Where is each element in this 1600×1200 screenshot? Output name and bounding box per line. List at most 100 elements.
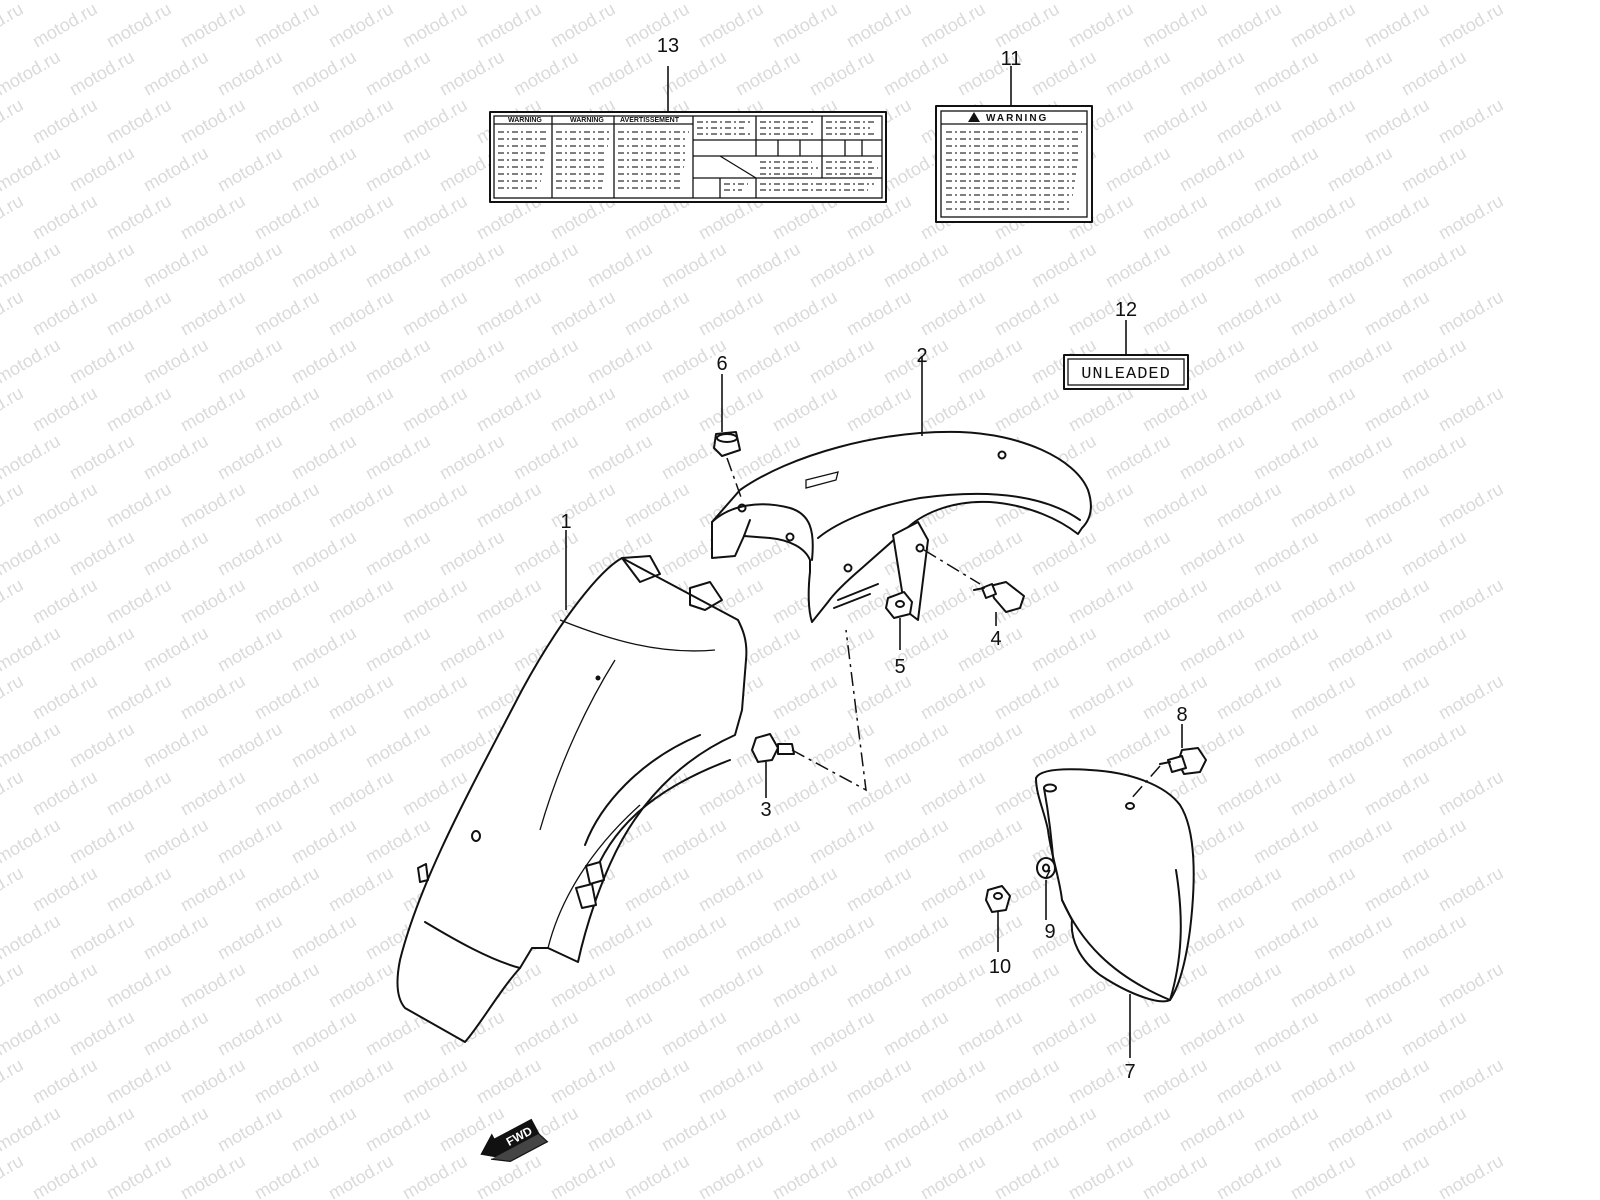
- watermark-text: motod.ru: [66, 623, 138, 676]
- watermark-text: motod.ru: [1139, 671, 1211, 724]
- watermark-text: motod.ru: [436, 431, 508, 484]
- watermark-text: motod.ru: [658, 911, 730, 964]
- label-13-warning-sticker[interactable]: WARNING WARNING AVERTISSEMENT: [489, 111, 887, 203]
- callout-6: 6: [716, 353, 727, 375]
- callout-11: 11: [1001, 48, 1022, 70]
- watermark-text: motod.ru: [880, 1007, 952, 1060]
- part-7-mud-guard-plate[interactable]: [1035, 768, 1195, 1003]
- watermark-text: motod.ru: [1028, 0, 1100, 3]
- watermark-text: motod.ru: [0, 479, 27, 532]
- watermark-text: motod.ru: [1139, 0, 1211, 51]
- watermark-text: motod.ru: [1324, 815, 1396, 868]
- callout-9: 9: [1044, 921, 1055, 943]
- watermark-text: motod.ru: [1213, 1151, 1285, 1200]
- part-9-washer[interactable]: [1036, 857, 1056, 879]
- watermark-text: motod.ru: [1102, 47, 1174, 100]
- watermark-text: motod.ru: [954, 335, 1026, 388]
- watermark-text: motod.ru: [399, 191, 471, 244]
- part-6-nut[interactable]: [713, 431, 741, 457]
- watermark-text: motod.ru: [29, 1055, 101, 1108]
- watermark-text: motod.ru: [658, 815, 730, 868]
- part-5-nut[interactable]: [885, 591, 913, 619]
- watermark-text: motod.ru: [1139, 1151, 1211, 1200]
- watermark-text: motod.ru: [1139, 575, 1211, 628]
- watermark-text: motod.ru: [1287, 95, 1359, 148]
- watermark-text: motod.ru: [1176, 143, 1248, 196]
- watermark-text: motod.ru: [843, 767, 915, 820]
- watermark-text: motod.ru: [140, 719, 212, 772]
- watermark-text: motod.ru: [103, 863, 175, 916]
- watermark-text: motod.ru: [1250, 431, 1322, 484]
- watermark-text: motod.ru: [1213, 863, 1285, 916]
- watermark-text: motod.ru: [0, 1055, 27, 1108]
- watermark-text: motod.ru: [1398, 1007, 1470, 1060]
- watermark-text: motod.ru: [288, 47, 360, 100]
- label-11-warning-sticker[interactable]: WARNING: [935, 105, 1093, 223]
- watermark-text: motod.ru: [954, 815, 1026, 868]
- watermark-text: motod.ru: [695, 0, 767, 51]
- watermark-text: motod.ru: [991, 1055, 1063, 1108]
- watermark-text: motod.ru: [658, 239, 730, 292]
- watermark-text: motod.ru: [1139, 191, 1211, 244]
- watermark-text: motod.ru: [1250, 911, 1322, 964]
- watermark-text: motod.ru: [214, 1007, 286, 1060]
- watermark-text: motod.ru: [29, 863, 101, 916]
- callout-numbers: 13 11 12 6 2 1 5 4 3 8 9 10 7: [560, 35, 1187, 1083]
- watermark-text: motod.ru: [547, 1151, 619, 1200]
- watermark-text: motod.ru: [140, 527, 212, 580]
- part-1-rear-fender[interactable]: [396, 555, 748, 1043]
- watermark-text: motod.ru: [0, 767, 27, 820]
- watermark-text: motod.ru: [29, 1151, 101, 1200]
- watermark-text: motod.ru: [1176, 1007, 1248, 1060]
- watermark-text: motod.ru: [103, 287, 175, 340]
- watermark-text: motod.ru: [140, 143, 212, 196]
- watermark-text: motod.ru: [769, 671, 841, 724]
- watermark-text: motod.ru: [288, 527, 360, 580]
- watermark-text: motod.ru: [362, 143, 434, 196]
- watermark-text: motod.ru: [0, 1007, 64, 1060]
- watermark-text: motod.ru: [1102, 623, 1174, 676]
- callout-4: 4: [990, 628, 1001, 650]
- watermark-text: motod.ru: [1065, 1151, 1137, 1200]
- watermark-text: motod.ru: [769, 287, 841, 340]
- watermark-text: motod.ru: [732, 911, 804, 964]
- callout-12: 12: [1115, 299, 1137, 321]
- watermark-text: motod.ru: [0, 191, 27, 244]
- part-2-rear-fender-front[interactable]: [711, 430, 1092, 623]
- label-12-text: UNLEADED: [1081, 365, 1171, 384]
- watermark-text: motod.ru: [0, 911, 64, 964]
- watermark-text: motod.ru: [1250, 1007, 1322, 1060]
- watermark-text: motod.ru: [1324, 143, 1396, 196]
- part-10-nut[interactable]: [985, 885, 1011, 913]
- watermark-text: motod.ru: [1324, 1103, 1396, 1156]
- watermark-text: motod.ru: [1435, 1151, 1507, 1200]
- watermark-text: motod.ru: [917, 671, 989, 724]
- watermark-text: motod.ru: [66, 719, 138, 772]
- watermark-text: motod.ru: [1250, 0, 1322, 3]
- part-3-bolt[interactable]: [751, 733, 795, 763]
- watermark-text: motod.ru: [325, 671, 397, 724]
- part-4-bolt[interactable]: [973, 581, 1025, 613]
- watermark-text: motod.ru: [325, 959, 397, 1012]
- watermark-text: motod.ru: [214, 911, 286, 964]
- watermark-text: motod.ru: [917, 767, 989, 820]
- watermark-text: motod.ru: [214, 335, 286, 388]
- label-12-unleaded-sticker[interactable]: UNLEADED: [1063, 354, 1189, 390]
- watermark-text: motod.ru: [1398, 47, 1470, 100]
- watermark-text: motod.ru: [806, 623, 878, 676]
- watermark-text: motod.ru: [843, 959, 915, 1012]
- watermark-text: motod.ru: [1176, 1103, 1248, 1156]
- watermark-text: motod.ru: [436, 623, 508, 676]
- part-8-bolt[interactable]: [1159, 747, 1207, 775]
- watermark-text: motod.ru: [140, 1103, 212, 1156]
- watermark-text: motod.ru: [29, 191, 101, 244]
- watermark-text: motod.ru: [1102, 1007, 1174, 1060]
- watermark-text: motod.ru: [177, 767, 249, 820]
- watermark-text: motod.ru: [880, 47, 952, 100]
- watermark-text: motod.ru: [251, 1055, 323, 1108]
- watermark-text: motod.ru: [1398, 815, 1470, 868]
- watermark-text: motod.ru: [177, 863, 249, 916]
- watermark-text: motod.ru: [732, 815, 804, 868]
- watermark-text: motod.ru: [66, 1103, 138, 1156]
- watermark-text: motod.ru: [1398, 143, 1470, 196]
